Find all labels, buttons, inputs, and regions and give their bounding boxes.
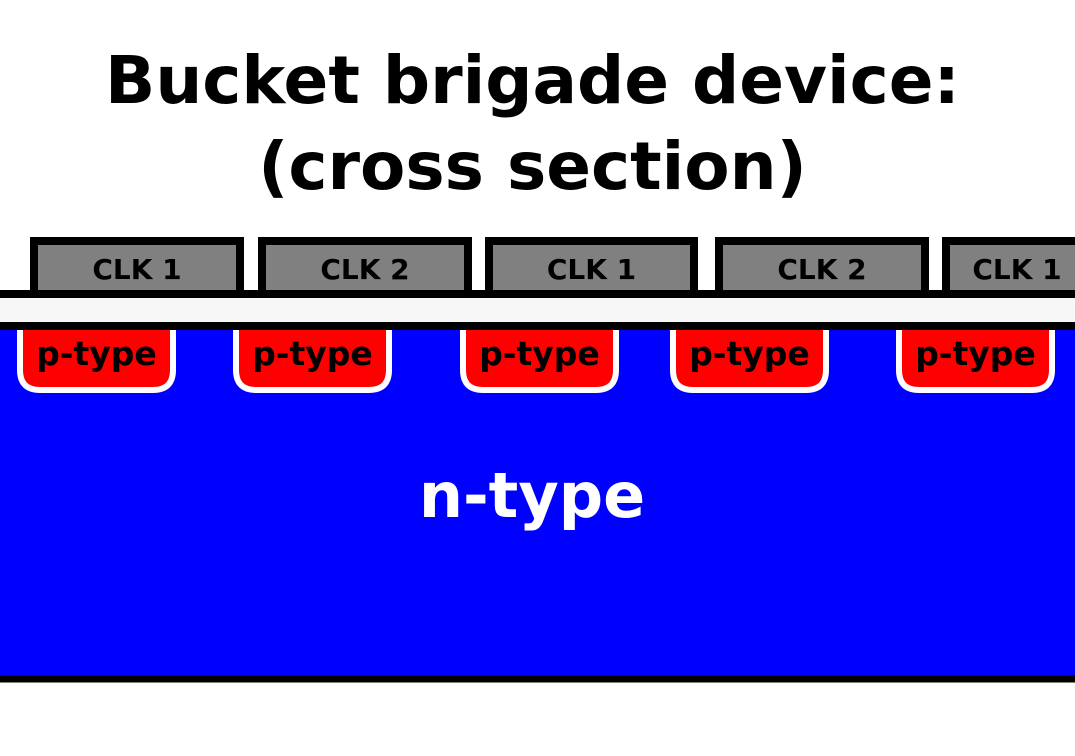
p-type-region xyxy=(896,330,1055,393)
gate-label: CLK 1 xyxy=(972,253,1061,286)
oxide-layer xyxy=(0,294,1075,326)
p-type-region xyxy=(17,330,176,393)
gate-electrode xyxy=(715,237,929,298)
p-type-label: p-type xyxy=(252,334,373,373)
title-line-2: (cross section) xyxy=(258,128,807,205)
p-type-region xyxy=(233,330,392,393)
title-line-1: Bucket brigade device: xyxy=(105,42,960,119)
gate-electrode xyxy=(942,237,1075,298)
gate-label: CLK 2 xyxy=(320,253,409,286)
p-type-label: p-type xyxy=(36,334,157,373)
n-type-label: n-type xyxy=(419,459,645,532)
p-type-region xyxy=(460,330,619,393)
p-type-label: p-type xyxy=(479,334,600,373)
diagram-title: Bucket brigade device: (cross section) xyxy=(0,38,1065,210)
gate-label: CLK 1 xyxy=(547,253,636,286)
gate-electrode xyxy=(485,237,698,298)
gate-electrode xyxy=(30,237,244,298)
p-type-region xyxy=(670,330,829,393)
p-type-label: p-type xyxy=(689,334,810,373)
p-type-label: p-type xyxy=(915,334,1036,373)
gate-label: CLK 2 xyxy=(777,253,866,286)
gate-electrode xyxy=(258,237,472,298)
gate-label: CLK 1 xyxy=(92,253,181,286)
